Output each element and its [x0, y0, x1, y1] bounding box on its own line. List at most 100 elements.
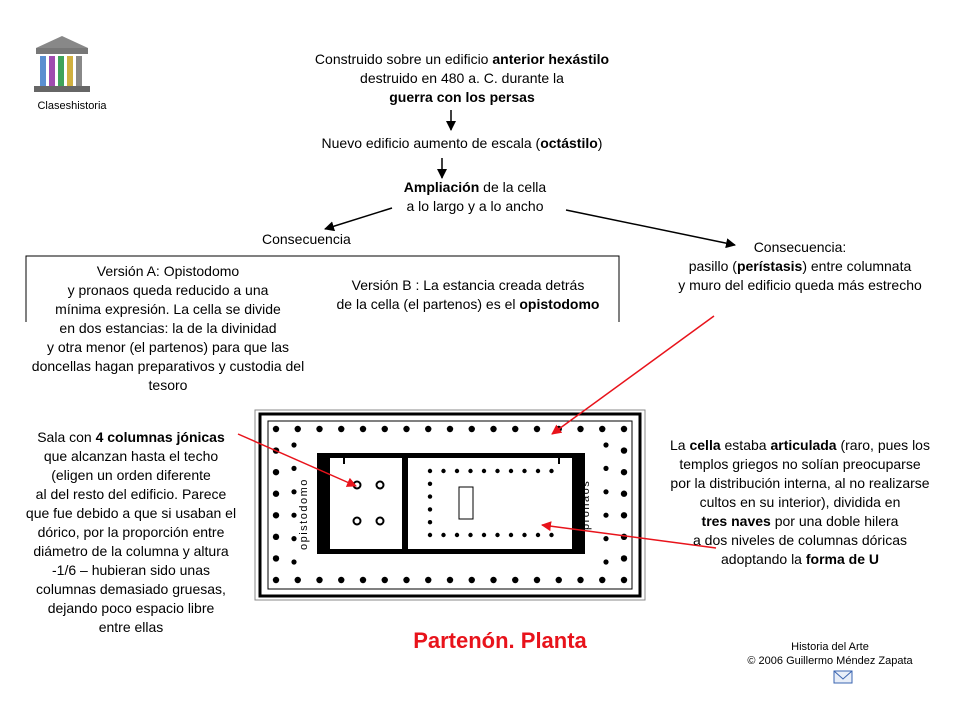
octastyle-note: Nuevo edificio aumento de escala (octást…: [321, 135, 603, 151]
porch-column: [291, 559, 297, 565]
peristyle-column: [294, 576, 301, 584]
ionic-column: [352, 516, 362, 526]
peristyle-column: [272, 468, 280, 476]
peristyle-column: [620, 490, 628, 497]
peristyle-column: [272, 533, 280, 541]
doric-column: [535, 468, 541, 474]
peristyle-column: [403, 576, 410, 584]
doric-column: [522, 468, 527, 474]
doric-column: [441, 532, 446, 538]
peristyle-column: [620, 555, 628, 562]
temple-icon: [34, 36, 90, 92]
peristyle-column: [533, 576, 541, 584]
porch-column: [291, 536, 297, 542]
peristyle-column: [620, 512, 628, 519]
porch-column: [603, 489, 609, 495]
doric-column: [427, 507, 433, 512]
peristyle-column: [338, 425, 345, 433]
peristyle-column: [381, 425, 388, 433]
porch-column: [291, 512, 297, 518]
envelope-icon[interactable]: [833, 670, 853, 684]
peristyle-column: [512, 576, 519, 584]
peristyle-column: [490, 576, 497, 584]
ionic-column: [375, 480, 385, 490]
peristyle-column: [620, 447, 628, 454]
peristyle-column: [620, 576, 628, 584]
doric-column: [535, 532, 541, 538]
peristyle-column: [446, 576, 454, 584]
doric-column: [454, 468, 460, 474]
cella-note: La cella estaba articulada (raro, pues l…: [670, 437, 930, 567]
doric-column: [495, 532, 500, 538]
peristyle-column: [272, 576, 280, 584]
doric-column: [441, 468, 446, 474]
peristyle-column: [272, 490, 280, 497]
doric-column: [427, 481, 433, 486]
porch-column: [603, 559, 609, 565]
doric-column: [468, 468, 473, 474]
doric-column: [427, 532, 433, 538]
porch-column: [603, 512, 609, 518]
doric-column: [508, 532, 514, 538]
versions-bracket: [25, 255, 620, 322]
sala-note: Sala con 4 columnas jónicas que alcanzan…: [25, 429, 237, 635]
doric-column: [549, 532, 554, 538]
peristyle-column: [620, 468, 628, 476]
ampliacion-note: Ampliación de la cella a lo largo y a lo…: [403, 179, 547, 214]
peristyle-column: [490, 425, 497, 433]
doric-column: [495, 468, 500, 474]
peristyle-column: [599, 576, 606, 584]
peristyle-column: [272, 425, 280, 433]
peristyle-column: [555, 576, 562, 584]
doric-column: [549, 468, 554, 474]
arrow-peristasis: [551, 315, 715, 435]
peristyle-column: [272, 555, 280, 562]
doric-column: [427, 494, 433, 499]
doric-column: [427, 520, 433, 525]
peristyle-column: [338, 576, 345, 584]
credits: Historia del Arte © 2006 Guillermo Ménde…: [747, 641, 913, 667]
porch-column: [603, 536, 609, 542]
peristyle-column: [316, 576, 323, 584]
page-title: Partenón. Planta: [413, 628, 587, 653]
peristyle-column: [316, 425, 323, 433]
peristyle-column: [577, 576, 584, 584]
peristyle-column: [533, 425, 541, 433]
peristyle-column: [512, 425, 519, 433]
version-b: Versión B : La estancia creada detrás de…: [336, 277, 600, 312]
peristyle-column: [425, 425, 432, 433]
porch-column: [603, 442, 609, 448]
pronaos-label: pronaos: [580, 479, 592, 530]
peristyle-column: [599, 425, 606, 433]
peristyle-column: [294, 425, 301, 433]
peristyle-column: [403, 425, 410, 433]
arrow-cella: [541, 521, 717, 549]
porch-column: [603, 465, 609, 471]
peristyle-column: [446, 425, 454, 433]
arrow-amp-to-left: [324, 207, 393, 232]
logo-caption: Claseshistoria: [37, 100, 107, 112]
peristyle-column: [468, 576, 475, 584]
peristyle-column: [620, 425, 628, 433]
ionic-column: [375, 516, 385, 526]
consecuencia-left: Consecuencia: [262, 231, 351, 247]
doric-column: [508, 468, 514, 474]
porch-column: [291, 465, 297, 471]
top-note: Construido sobre un edificio anterior he…: [314, 51, 610, 105]
porch-column: [291, 489, 297, 495]
doric-column: [481, 468, 487, 474]
arrow-amp-to-right: [565, 209, 736, 249]
doric-column: [454, 532, 460, 538]
peristyle-column: [577, 425, 584, 433]
peristyle-column: [381, 576, 388, 584]
doric-column: [522, 532, 527, 538]
porch-column: [291, 442, 297, 448]
version-a: Versión A: Opistodomo y pronaos queda re…: [31, 263, 305, 393]
doric-column: [481, 532, 487, 538]
peristyle-column: [359, 576, 367, 584]
consecuencia-right: Consecuencia: pasillo (perístasis) entre…: [678, 239, 922, 293]
peristyle-column: [359, 425, 367, 433]
peristyle-column: [468, 425, 475, 433]
doric-column: [427, 468, 433, 474]
